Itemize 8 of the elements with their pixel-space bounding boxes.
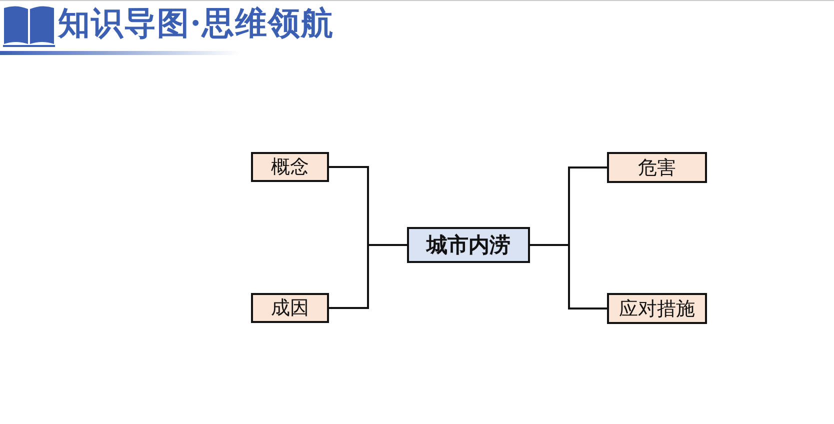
connector-line [329, 244, 407, 309]
topic-box: 城市内涝 [407, 227, 530, 263]
connector-line [530, 244, 607, 310]
subtopic-box: 危害 [607, 152, 707, 183]
subtopic-box: 概念 [251, 152, 329, 182]
subtopic-box: 成因 [251, 293, 329, 323]
header-title: 知识导图·思维领航 [58, 3, 334, 44]
subtopic-box: 应对措施 [607, 293, 707, 324]
